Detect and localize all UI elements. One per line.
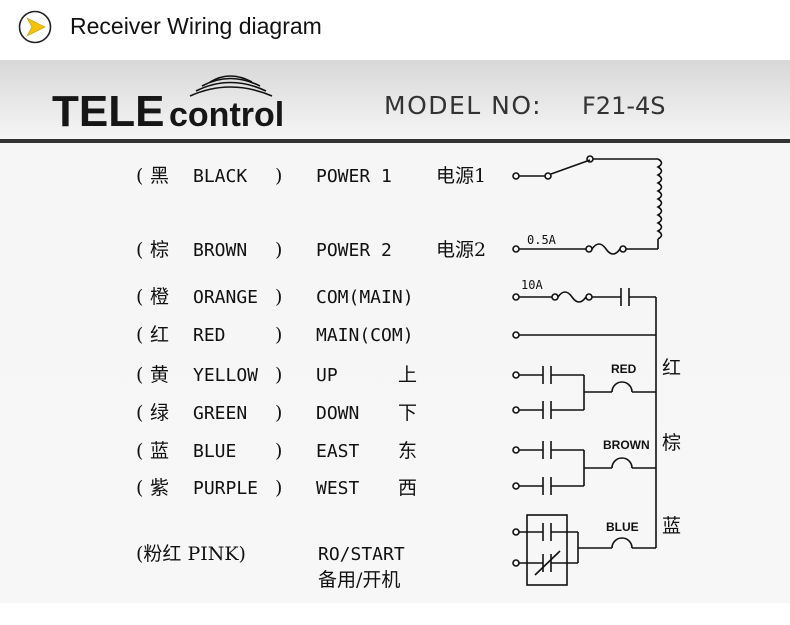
page-header: Receiver Wiring diagram [0, 0, 790, 60]
wire-function: EAST [316, 441, 360, 462]
wire-color-en: BLUE [193, 441, 236, 462]
page-footer-space [0, 603, 790, 625]
wire-function-cn: 下 [398, 402, 417, 424]
svg-text:): ) [275, 440, 282, 462]
svg-text:(: ( [136, 286, 143, 308]
switch-lever [550, 159, 591, 175]
wire-function: POWER 1 [316, 166, 392, 187]
wire-function-cn: 电源1 [436, 165, 486, 187]
relay-box [526, 514, 568, 586]
wire-row: ( 紫 PURPLE ) WEST 西 [136, 477, 417, 499]
wire-function: MAIN(COM) [316, 325, 414, 346]
svg-text:): ) [275, 286, 282, 308]
signal-arcs-icon [189, 75, 273, 97]
model-label: MODEL NO: [384, 91, 542, 120]
wire-function-cn: 电源2 [436, 239, 486, 261]
lamp-label: BLUE [606, 520, 639, 534]
svg-text:(: ( [136, 402, 143, 424]
svg-text:(: ( [136, 239, 143, 261]
svg-text:(: ( [136, 165, 143, 187]
svg-text:(: ( [136, 477, 143, 499]
wire-row: ( 黄 YELLOW ) UP 上 [136, 364, 417, 386]
wire-color-en: YELLOW [193, 365, 258, 386]
wire-row: ( 棕 BROWN ) POWER 2 电源2 [136, 239, 486, 261]
svg-text:(: ( [136, 440, 143, 462]
wire-row: ( 蓝 BLUE ) EAST 东 [136, 440, 417, 462]
coil-icon [656, 158, 663, 240]
svg-text:): ) [275, 364, 282, 386]
svg-text:(: ( [136, 364, 143, 386]
wire-function-cn: 东 [398, 440, 417, 462]
wire-row: ( 黑 BLACK ) POWER 1 电源1 [136, 165, 486, 187]
wire-function: WEST [316, 478, 360, 499]
circuit-schematic [512, 155, 663, 586]
wire-color-cn: 蓝 [150, 440, 169, 462]
page-title: Receiver Wiring diagram [70, 13, 322, 39]
brand-control: control [169, 96, 284, 134]
wire-row: ( 橙 ORANGE ) COM(MAIN) [136, 286, 414, 308]
lamp-label: BROWN [603, 438, 650, 452]
wire-function-cn: 西 [398, 477, 417, 499]
wire-color-en: PURPLE [193, 478, 258, 499]
wire-function: RO/START [318, 544, 405, 565]
chevron-right-icon [18, 10, 52, 44]
fuse-icon [591, 243, 621, 255]
wire-color-cn: 绿 [150, 402, 169, 424]
lamp-icon [611, 381, 633, 393]
wire-color-cn: 棕 [150, 239, 169, 261]
brand-logo: TELE control [52, 75, 284, 136]
bus-color-label: 棕 [662, 432, 681, 454]
lamp-icon [611, 457, 633, 469]
wire-function: UP [316, 365, 338, 386]
svg-text:): ) [275, 324, 282, 346]
wire-function: DOWN [316, 403, 359, 424]
wire-color-en: ORANGE [193, 287, 258, 308]
wire-color-cn: 黄 [150, 364, 169, 386]
wire-row-pink: (粉红 PINK) RO/START 备用/开机 [136, 543, 405, 591]
wire-function-cn: 上 [398, 364, 417, 386]
fuse-icon [557, 291, 587, 303]
lamp-label: RED [611, 362, 637, 376]
svg-text:): ) [275, 165, 282, 187]
svg-text:): ) [275, 477, 282, 499]
bus-color-label: 蓝 [662, 515, 681, 537]
wire-function: COM(MAIN) [316, 287, 414, 308]
svg-text:): ) [275, 239, 282, 261]
wire-color-en: BROWN [193, 240, 247, 261]
wire-color-en: RED [193, 325, 226, 346]
fuse-rating: 0.5A [527, 233, 557, 247]
wire-function: POWER 2 [316, 240, 392, 261]
wire-row: ( 绿 GREEN ) DOWN 下 [136, 402, 417, 424]
wire-list: ( 黑 BLACK ) POWER 1 电源1 ( 棕 BROWN ) POWE… [136, 165, 486, 591]
wire-color-en: GREEN [193, 403, 247, 424]
accent-arrow [26, 17, 46, 37]
wire-color-cn: 红 [150, 324, 169, 346]
wire-color-cn: 紫 [150, 477, 169, 499]
diagram-panel [0, 60, 790, 603]
nc-slash [534, 550, 561, 576]
fuse-rating: 10A [521, 278, 543, 292]
wire-color-cn: 黑 [150, 165, 169, 187]
brand-tele: TELE [52, 87, 164, 136]
wire-function-cn: 备用/开机 [318, 569, 400, 591]
wire-color-en: BLACK [193, 166, 247, 187]
wire-color-pink: (粉红 PINK) [136, 543, 246, 565]
lamp-icon [611, 537, 633, 549]
title-divider [0, 139, 790, 143]
wire-color-cn: 橙 [150, 286, 169, 308]
svg-text:): ) [275, 402, 282, 424]
svg-text:(: ( [136, 324, 143, 346]
wire-row: ( 红 RED ) MAIN(COM) [136, 324, 414, 346]
model-number: F21-4S [582, 92, 666, 120]
bus-color-label: 红 [662, 357, 681, 379]
